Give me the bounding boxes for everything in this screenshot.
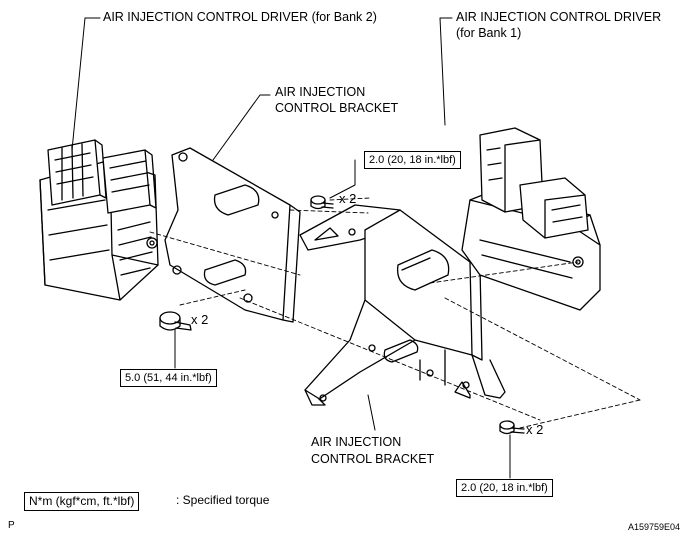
- torque-box-left: 5.0 (51, 44 in.*lbf): [120, 369, 217, 387]
- figure-id: A159759E04: [628, 522, 681, 532]
- torque-box-right: 2.0 (20, 18 in.*lbf): [456, 479, 553, 497]
- bolt-left-illustration: [159, 311, 192, 331]
- multiplier-left-bolt: x 2: [191, 312, 209, 327]
- driver-bank2-illustration: [39, 139, 159, 301]
- legend-description: : Specified torque: [176, 493, 270, 507]
- label-bracket-lower-line2: CONTROL BRACKET: [311, 452, 435, 466]
- label-driver-bank1-line2: (for Bank 1): [456, 26, 522, 40]
- label-driver-bank2: AIR INJECTION CONTROL DRIVER (for Bank 2…: [103, 10, 377, 24]
- legend-unit-box: N*m (kgf*cm, ft.*lbf): [24, 492, 140, 511]
- label-bracket-upper-line1: AIR INJECTION: [275, 85, 366, 99]
- label-bracket-lower-line1: AIR INJECTION: [311, 435, 402, 449]
- alignment-lines: [149, 197, 641, 429]
- footer-code: P: [8, 520, 15, 531]
- leader-lines: [71, 17, 511, 479]
- bolt-top-illustration: [310, 195, 334, 210]
- bracket-upper-illustration: [164, 147, 301, 323]
- bolt-right-illustration: [499, 420, 525, 435]
- label-driver-bank1-line1: AIR INJECTION CONTROL DRIVER: [456, 10, 662, 24]
- multiplier-top-bolt: x 2: [339, 191, 357, 206]
- label-bracket-upper-line2: CONTROL BRACKET: [275, 101, 399, 115]
- torque-box-top: 2.0 (20, 18 in.*lbf): [364, 151, 461, 169]
- driver-bank1-illustration: [461, 127, 601, 311]
- bracket-lower-illustration: [299, 204, 506, 406]
- multiplier-right-bolt: x 2: [526, 422, 544, 437]
